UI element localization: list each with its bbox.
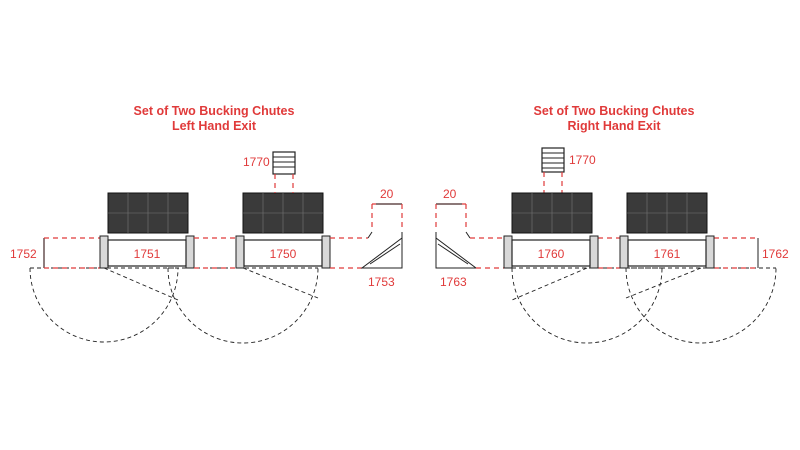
chute-1761 <box>619 192 715 269</box>
right-label-20: 20 <box>443 187 457 201</box>
dimension-1752 <box>43 237 100 269</box>
right-label-1770: 1770 <box>569 153 596 167</box>
label-1763: 1763 <box>440 275 467 289</box>
right-connector-lines <box>470 237 758 269</box>
label-1752: 1752 <box>10 247 37 261</box>
label-1761: 1761 <box>654 247 681 261</box>
left-label-1770: 1770 <box>243 155 270 169</box>
gate-1763 <box>435 203 478 269</box>
chute-1750 <box>235 192 331 269</box>
left-connector-lines <box>194 237 368 269</box>
label-1750: 1750 <box>270 247 297 261</box>
left-swing-arcs <box>29 267 319 344</box>
left-title-line1: Set of Two Bucking Chutes <box>134 104 295 118</box>
chute-1751 <box>99 192 195 269</box>
right-title-line2: Right Hand Exit <box>567 119 661 133</box>
chute-1760 <box>503 192 599 269</box>
label-1753: 1753 <box>368 275 395 289</box>
left-ladder-1770 <box>272 151 296 193</box>
label-1760: 1760 <box>538 247 565 261</box>
right-title-line1: Set of Two Bucking Chutes <box>534 104 695 118</box>
right-ladder-1770 <box>541 147 565 193</box>
right-swing-arcs <box>511 267 777 344</box>
left-title-line2: Left Hand Exit <box>172 119 257 133</box>
label-1762: 1762 <box>762 247 789 261</box>
left-label-20: 20 <box>380 187 394 201</box>
gate-1753 <box>360 203 403 269</box>
label-1751: 1751 <box>134 247 161 261</box>
